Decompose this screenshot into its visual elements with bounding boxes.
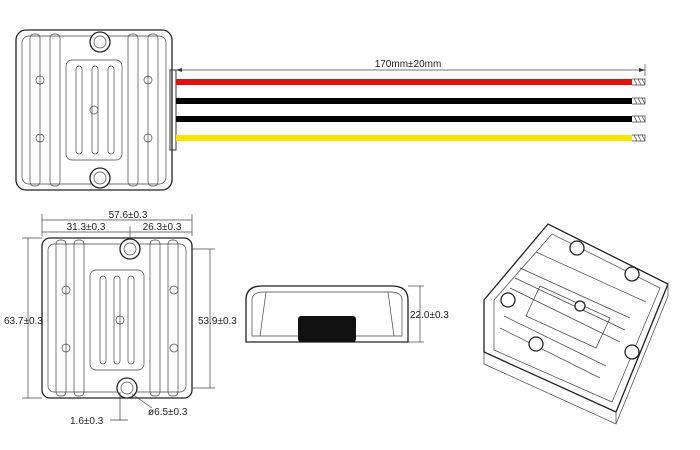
overall-height-label: 63.7±0.3	[4, 316, 43, 327]
wire-stripped-ends	[632, 78, 646, 142]
isometric-view	[483, 223, 669, 425]
iso-hole-1	[569, 240, 585, 256]
hole-diameter-label: ø6.5±0.3	[148, 407, 188, 418]
front-view: 57.6±0.3 31.3±0.3 26.3±0.3 63.7±0.3 53.9…	[4, 210, 237, 427]
iso-hole-3	[500, 292, 516, 308]
left-to-hole-label: 31.3±0.3	[67, 222, 106, 233]
top-body-outline	[15, 29, 173, 191]
top-view	[15, 29, 177, 191]
hole-to-right-label: 26.3±0.3	[143, 222, 182, 233]
front-body-outline	[41, 237, 193, 399]
mount-hole-bottom	[89, 167, 111, 189]
wire-exit	[169, 69, 177, 151]
iso-hole-4	[574, 300, 586, 312]
side-cable-grommet	[298, 316, 356, 342]
iso-hole-6	[624, 344, 640, 360]
front-mount-hole-bottom	[116, 377, 138, 399]
mount-spacing-label: 53.9±0.3	[198, 316, 237, 327]
side-height-label: 22.0±0.3	[410, 310, 449, 321]
iso-body-outline	[483, 223, 669, 413]
overall-width-label: 57.6±0.3	[109, 210, 148, 221]
mount-hole-top	[89, 31, 111, 53]
iso-hole-5	[528, 336, 544, 352]
flange-thickness-label: 1.6±0.3	[70, 416, 104, 427]
side-view: 22.0±0.3	[245, 285, 449, 343]
side-body-outline	[245, 285, 409, 343]
wire-length-label: 170mm±20mm	[375, 59, 442, 70]
front-mount-hole-top	[119, 238, 141, 260]
iso-hole-2	[624, 266, 640, 282]
wires: 170mm±20mm	[176, 59, 646, 142]
